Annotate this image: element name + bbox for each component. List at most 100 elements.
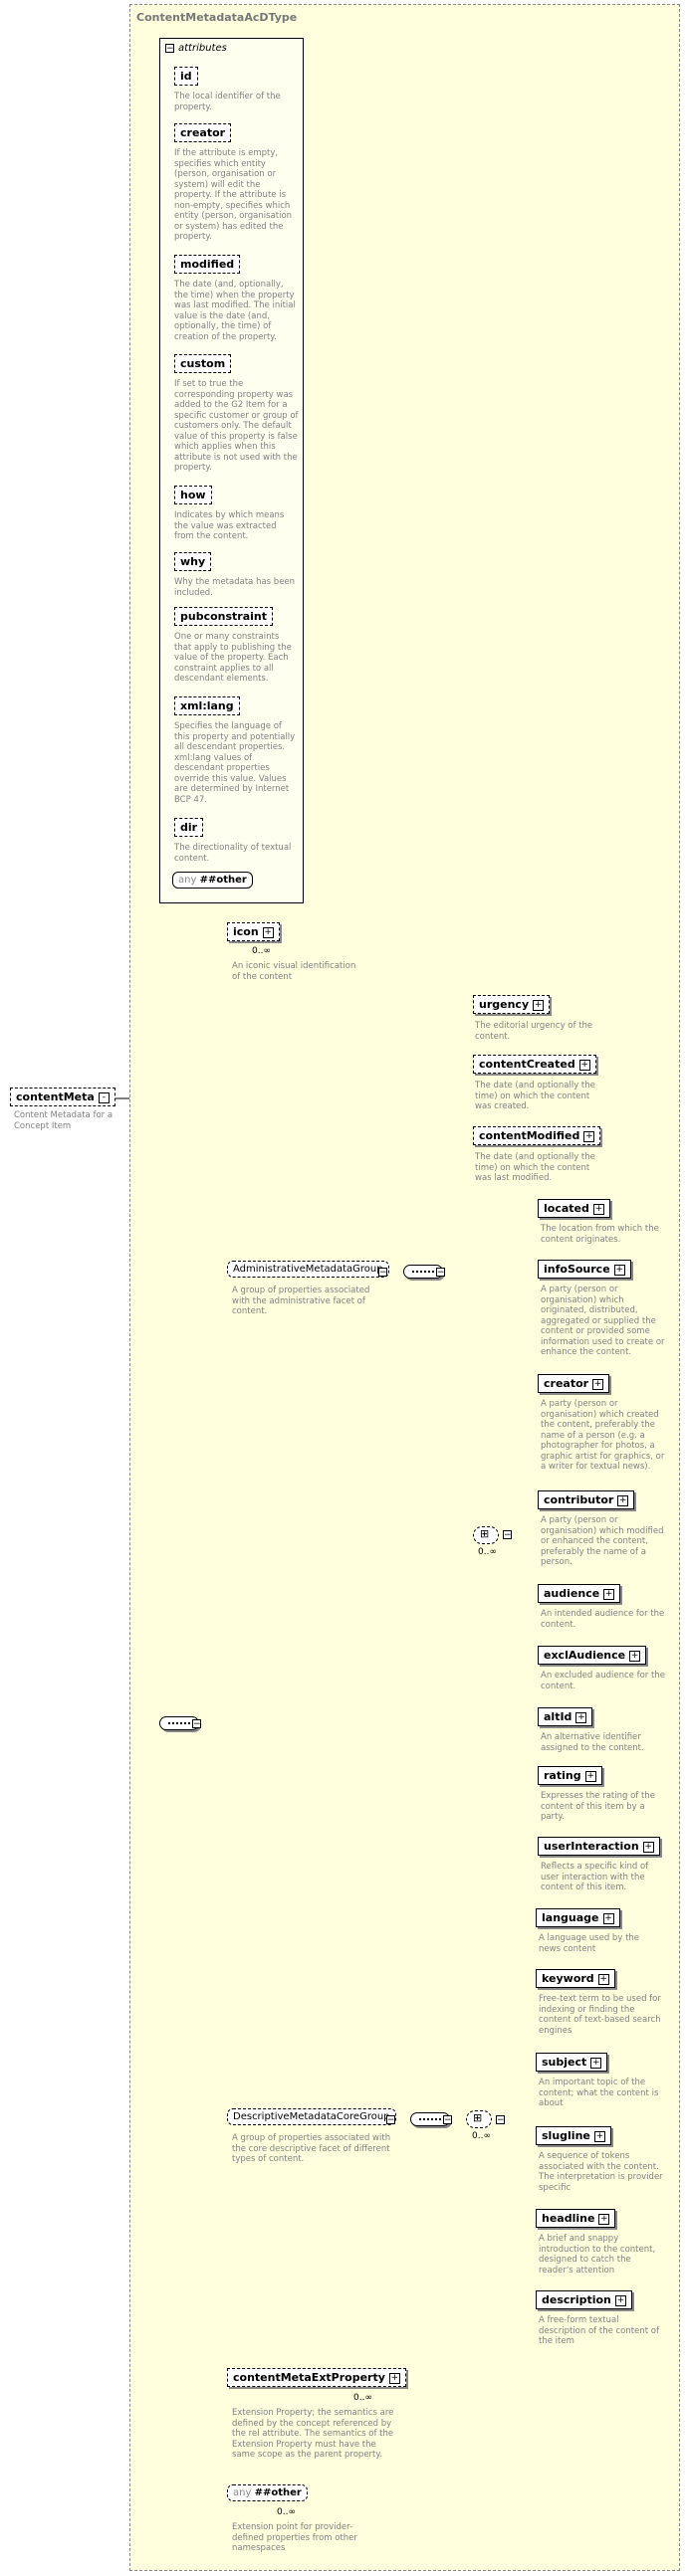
collapse-icon[interactable]: −: [436, 1268, 445, 1278]
element-audience[interactable]: audience+: [538, 1584, 621, 1603]
expand-icon[interactable]: +: [262, 926, 274, 938]
element-user-interaction[interactable]: userInteraction+: [538, 1837, 660, 1856]
root-element-content-meta[interactable]: contentMeta-: [10, 1088, 115, 1106]
element-contributor[interactable]: contributor+: [538, 1490, 635, 1509]
element-keyword[interactable]: keyword+: [536, 1969, 615, 1988]
element-desc: The date (and optionally the time) on wh…: [475, 1081, 595, 1111]
element-slugline[interactable]: slugline+: [536, 2126, 611, 2145]
attribute-desc: Why the metadata has been included.: [174, 577, 296, 598]
expand-icon[interactable]: +: [583, 1130, 595, 1142]
attribute-desc: If the attribute is empty, specifies whi…: [174, 148, 293, 242]
expand-icon[interactable]: +: [593, 2130, 605, 2142]
multiplicity: 0..∞: [353, 2393, 372, 2403]
attribute-desc: Indicates by which means the value was e…: [174, 510, 285, 541]
choice-compositor: [466, 2110, 492, 2128]
element-located[interactable]: located+: [538, 1199, 610, 1218]
multiplicity: 0..∞: [478, 1547, 497, 1557]
complex-type-name: ContentMetadataAcDType: [136, 11, 298, 24]
element-desc: A sequence of tokens associated with the…: [539, 2151, 663, 2193]
expand-icon[interactable]: +: [592, 1378, 604, 1390]
element-content-meta-ext-property[interactable]: contentMetaExtProperty+: [227, 2368, 406, 2387]
element-desc: A party (person or organisation) which c…: [541, 1399, 665, 1472]
root-element-desc: Content Metadata for a Concept Item: [14, 1110, 114, 1131]
expand-icon[interactable]: +: [642, 1841, 654, 1853]
expand-icon[interactable]: +: [598, 2213, 610, 2225]
element-desc: A language used by the news content: [539, 1933, 640, 1954]
element-creator[interactable]: creator+: [538, 1374, 610, 1393]
choice-compositor: [473, 1526, 499, 1544]
attribute-modified[interactable]: modified: [174, 255, 241, 274]
collapse-icon[interactable]: −: [192, 1719, 201, 1729]
element-desc: Expresses the rating of the content of t…: [541, 1791, 655, 1822]
attribute-pubconstraint[interactable]: pubconstraint: [174, 607, 274, 626]
collapse-icon[interactable]: −: [496, 2115, 505, 2125]
expand-icon[interactable]: +: [613, 1264, 625, 1276]
attribute-xml-lang[interactable]: xml:lang: [174, 696, 240, 715]
group-desc: A group of properties associated with th…: [232, 2133, 391, 2164]
group-descriptive-metadata-core[interactable]: DescriptiveMetadataCoreGroup: [227, 2108, 396, 2125]
element-desc: Extension point for provider-defined pro…: [232, 2522, 357, 2553]
collapse-icon[interactable]: −: [443, 2115, 452, 2125]
multiplicity: 0..∞: [472, 2131, 491, 2141]
element-desc: An intended audience for the content.: [541, 1609, 665, 1630]
expand-icon[interactable]: +: [533, 999, 545, 1011]
expand-icon[interactable]: +: [584, 1770, 596, 1782]
element-desc: The location from which the content orig…: [541, 1224, 659, 1245]
expand-icon[interactable]: +: [614, 2294, 626, 2306]
element-description[interactable]: description+: [536, 2290, 632, 2309]
element-urgency[interactable]: urgency+: [473, 995, 551, 1014]
element-icon[interactable]: icon+: [227, 922, 280, 941]
attribute-desc: The date (and, optionally, the time) whe…: [174, 280, 296, 342]
attribute-desc: Specifies the language of this property …: [174, 721, 296, 805]
expand-icon[interactable]: +: [602, 1912, 614, 1924]
element-desc: A brief and snappy introduction to the c…: [539, 2234, 656, 2276]
expand-icon[interactable]: +: [388, 2372, 400, 2384]
multiplicity: 0..∞: [277, 2507, 296, 2517]
attribute-desc: The directionality of textual content.: [174, 843, 292, 864]
expand-icon[interactable]: +: [603, 1588, 615, 1600]
element-desc: Reflects a specific kind of user interac…: [541, 1862, 649, 1892]
element-subject[interactable]: subject+: [536, 2053, 608, 2072]
attribute-dir[interactable]: dir: [174, 818, 204, 837]
element-content-created[interactable]: contentCreated+: [473, 1055, 596, 1074]
element-excl-audience[interactable]: exclAudience+: [538, 1646, 647, 1665]
collapse-icon[interactable]: −: [503, 1530, 512, 1540]
root-element-label: contentMeta: [16, 1090, 95, 1103]
collapse-icon[interactable]: −: [378, 1268, 387, 1278]
attribute-id[interactable]: id: [174, 67, 198, 86]
element-language[interactable]: language+: [536, 1908, 620, 1927]
attribute-why[interactable]: why: [174, 552, 212, 571]
attributes-heading: attributes: [178, 43, 227, 54]
multiplicity: 0..∞: [252, 946, 271, 956]
group-administrative-metadata[interactable]: AdministrativeMetadataGroup: [227, 1261, 389, 1278]
expand-icon[interactable]: -: [98, 1091, 110, 1103]
expand-icon[interactable]: +: [592, 1203, 604, 1215]
element-desc: A party (person or organisation) which m…: [541, 1515, 664, 1567]
element-alt-id[interactable]: altId+: [538, 1707, 593, 1726]
element-headline[interactable]: headline+: [536, 2209, 616, 2228]
expand-icon[interactable]: +: [629, 1650, 641, 1662]
element-desc: An important topic of the content; what …: [539, 2078, 659, 2108]
any-attribute[interactable]: any ##other: [172, 872, 253, 889]
expand-icon[interactable]: +: [578, 1059, 590, 1071]
element-info-source[interactable]: infoSource+: [538, 1260, 631, 1279]
element-desc: An iconic visual identification of the c…: [232, 961, 356, 982]
attribute-custom[interactable]: custom: [174, 354, 232, 373]
group-desc: A group of properties associated with th…: [232, 1286, 370, 1316]
element-desc: A party (person or organisation) which o…: [541, 1285, 665, 1357]
expand-icon[interactable]: +: [597, 1973, 609, 1985]
element-desc: Free-text term to be used for indexing o…: [539, 1994, 661, 2036]
attribute-how[interactable]: how: [174, 486, 212, 504]
collapse-icon[interactable]: −: [386, 2115, 395, 2125]
element-rating[interactable]: rating+: [538, 1766, 602, 1785]
attribute-creator[interactable]: creator: [174, 123, 232, 142]
any-element[interactable]: any ##other: [227, 2484, 308, 2501]
expand-icon[interactable]: +: [590, 2057, 602, 2069]
expand-icon[interactable]: +: [617, 1494, 629, 1506]
expand-icon[interactable]: +: [575, 1711, 587, 1723]
collapse-icon[interactable]: −: [165, 44, 174, 54]
element-desc: An alternative identifier assigned to th…: [541, 1732, 644, 1753]
element-desc: Extension Property; the semantics are de…: [232, 2408, 394, 2460]
element-desc: The date (and optionally the time) on wh…: [475, 1152, 595, 1183]
element-content-modified[interactable]: contentModified+: [473, 1126, 601, 1145]
